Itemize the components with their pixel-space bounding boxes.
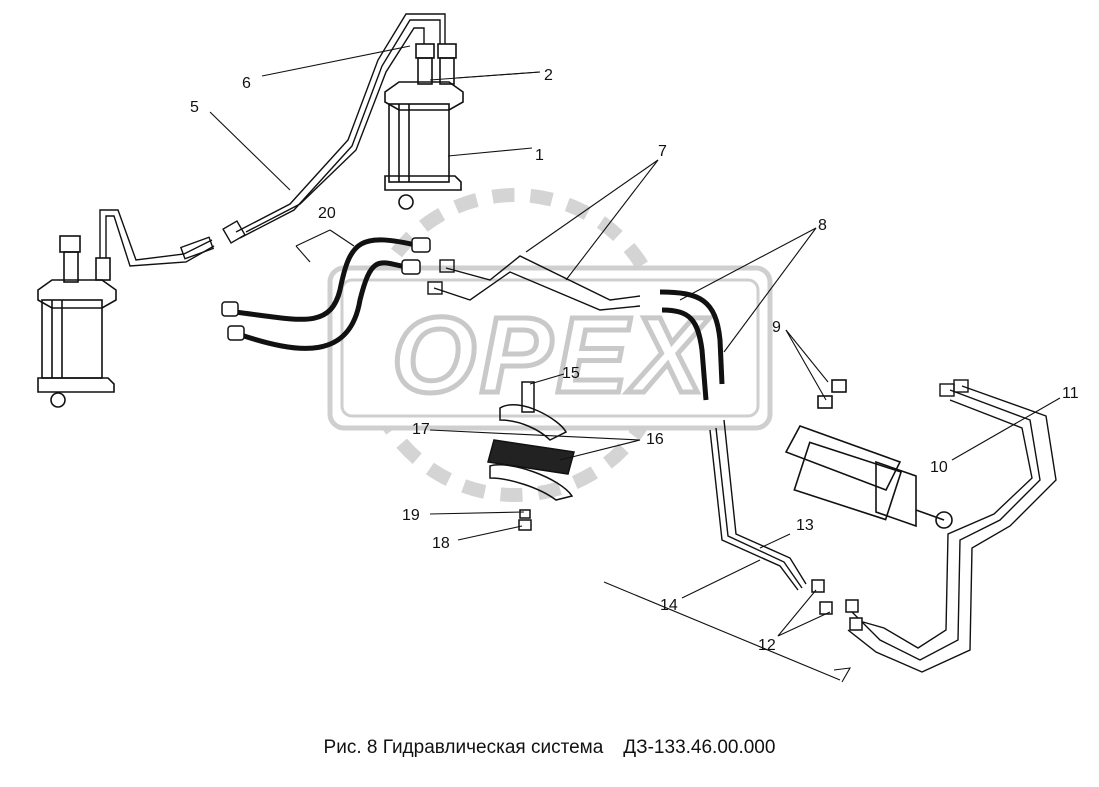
callout-18: 18 [432, 535, 450, 552]
callout-12: 12 [758, 637, 776, 654]
watermark-text: OPEX [392, 294, 710, 415]
figure-caption: Рис. 8 Гидравлическая система ДЗ-133.46.0… [0, 737, 1099, 759]
pipes-10-11 [847, 379, 1057, 673]
callout-6: 6 [242, 75, 251, 92]
hoses-20 [234, 237, 421, 351]
callout-7: 7 [658, 143, 667, 160]
callout-1: 1 [535, 147, 544, 164]
callout-5: 5 [190, 99, 199, 116]
watermark: OPEX [327, 188, 773, 502]
callout-10: 10 [930, 459, 948, 476]
hoses-8 [659, 289, 725, 401]
callout-13: 13 [796, 517, 814, 534]
figure-title: Рис. 8 Гидравлическая система [323, 737, 604, 758]
callout-20: 20 [318, 205, 336, 222]
callout-16: 16 [646, 431, 664, 448]
clamp-assembly [487, 381, 575, 531]
cylinder-9 [784, 379, 953, 529]
leader-lines [209, 45, 1061, 683]
callout-19: 19 [402, 507, 420, 524]
callout-11: 11 [1062, 385, 1079, 402]
rigid-pipes-5-6 [99, 13, 446, 267]
callout-2: 2 [544, 67, 553, 84]
pipes-13-14 [709, 419, 807, 591]
callout-labels: 1 2 5 6 7 8 9 10 11 12 13 14 15 16 17 19… [190, 67, 1079, 654]
callout-15: 15 [562, 365, 580, 382]
left-cylinder [37, 235, 117, 408]
hose-fittings-20 [221, 237, 431, 341]
drawing-code: ДЗ-133.46.00.000 [623, 737, 776, 758]
callout-9: 9 [772, 319, 781, 336]
rigid-pipes-7 [427, 255, 641, 311]
callout-8: 8 [818, 217, 827, 234]
callout-14: 14 [660, 597, 678, 614]
callout-17: 17 [412, 421, 430, 438]
fittings-12 [811, 579, 863, 631]
cylinder-1 [384, 43, 464, 210]
